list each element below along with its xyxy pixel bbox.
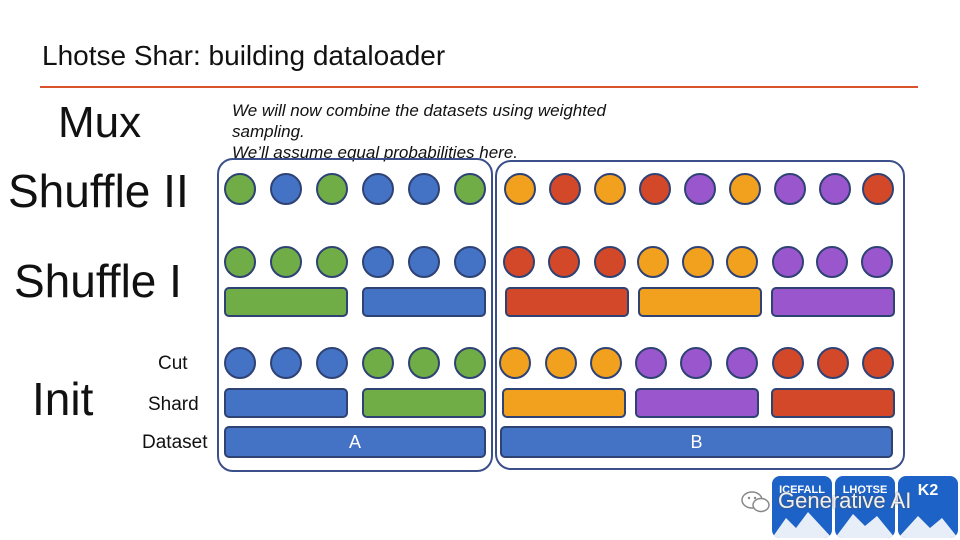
cut-circle [408,347,440,379]
cut-circle [545,347,577,379]
cut-circle [639,173,671,205]
cut-circle [499,347,531,379]
shard-bar [362,388,486,418]
slide-title: Lhotse Shar: building dataloader [42,40,446,71]
lhotse-logo: LHOTSE [835,476,895,538]
cut-circle [729,173,761,205]
cut-circle [270,347,302,379]
cut-circle [224,173,256,205]
dataset-a-group [217,158,493,472]
k2-logo: K2 [898,476,958,538]
note-line: We will now combine the datasets using w… [232,101,606,120]
cut-circle [726,347,758,379]
shard-bar [635,388,759,418]
cut-circle [772,347,804,379]
note-line: We’ll assume equal probabilities here. [232,143,519,162]
row-label-shard: Shard [148,394,199,415]
cut-circle [362,347,394,379]
cut-circle [819,173,851,205]
cut-circle [637,246,669,278]
cut-circle [503,246,535,278]
stage-label-shuffle-2: Shuffle II [8,165,189,217]
cut-circle [362,246,394,278]
cut-circle [594,173,626,205]
shard-bar [638,287,762,317]
cut-circle [549,173,581,205]
logo-label: LHOTSE [842,484,888,496]
cut-circle [726,246,758,278]
shard-bar [505,287,629,317]
cut-circle [316,347,348,379]
stage-label-init: Init [32,373,94,425]
mux-note: We will now combine the datasets using w… [232,100,732,163]
shard-bar [362,287,486,317]
wechat-icon [741,491,770,513]
cut-circle [862,173,894,205]
shard-bar [502,388,626,418]
shard-bar [224,287,348,317]
cut-circle [816,246,848,278]
shard-bar [771,287,895,317]
cut-circle [270,173,302,205]
shard-bar [224,388,348,418]
cut-circle [772,246,804,278]
stage-label-shuffle-1: Shuffle I [14,255,182,307]
cut-circle [316,246,348,278]
row-label-cut: Cut [158,353,188,374]
cut-circle [408,246,440,278]
note-line: sampling. [232,122,305,141]
cut-circle [817,347,849,379]
cut-circle [270,246,302,278]
cut-circle [224,246,256,278]
cut-circle [454,246,486,278]
watermark: ICEFALL LHOTSE K2 Generative AI [738,476,960,540]
cut-circle [594,246,626,278]
logo-label: K2 [917,482,939,499]
cut-circle [774,173,806,205]
cut-circle [548,246,580,278]
dataset-b-bar: B [500,426,893,458]
cut-circle [590,347,622,379]
cut-circle [316,173,348,205]
cut-circle [454,173,486,205]
title-divider [40,86,918,88]
logo-label: ICEFALL [779,484,825,496]
shard-bar [771,388,895,418]
cut-circle [454,347,486,379]
cut-circle [408,173,440,205]
cut-circle [224,347,256,379]
cut-circle [861,246,893,278]
cut-circle [682,246,714,278]
dataset-a-bar: A [224,426,486,458]
dataset-b-group [495,160,905,470]
cut-circle [362,173,394,205]
cut-circle [635,347,667,379]
watermark-text: Generative AI [778,488,912,513]
cut-circle [684,173,716,205]
cut-circle [680,347,712,379]
cut-circle [504,173,536,205]
row-label-dataset: Dataset [142,432,208,453]
cut-circle [862,347,894,379]
icefall-logo: ICEFALL [772,476,832,538]
stage-label-mux: Mux [58,98,142,147]
